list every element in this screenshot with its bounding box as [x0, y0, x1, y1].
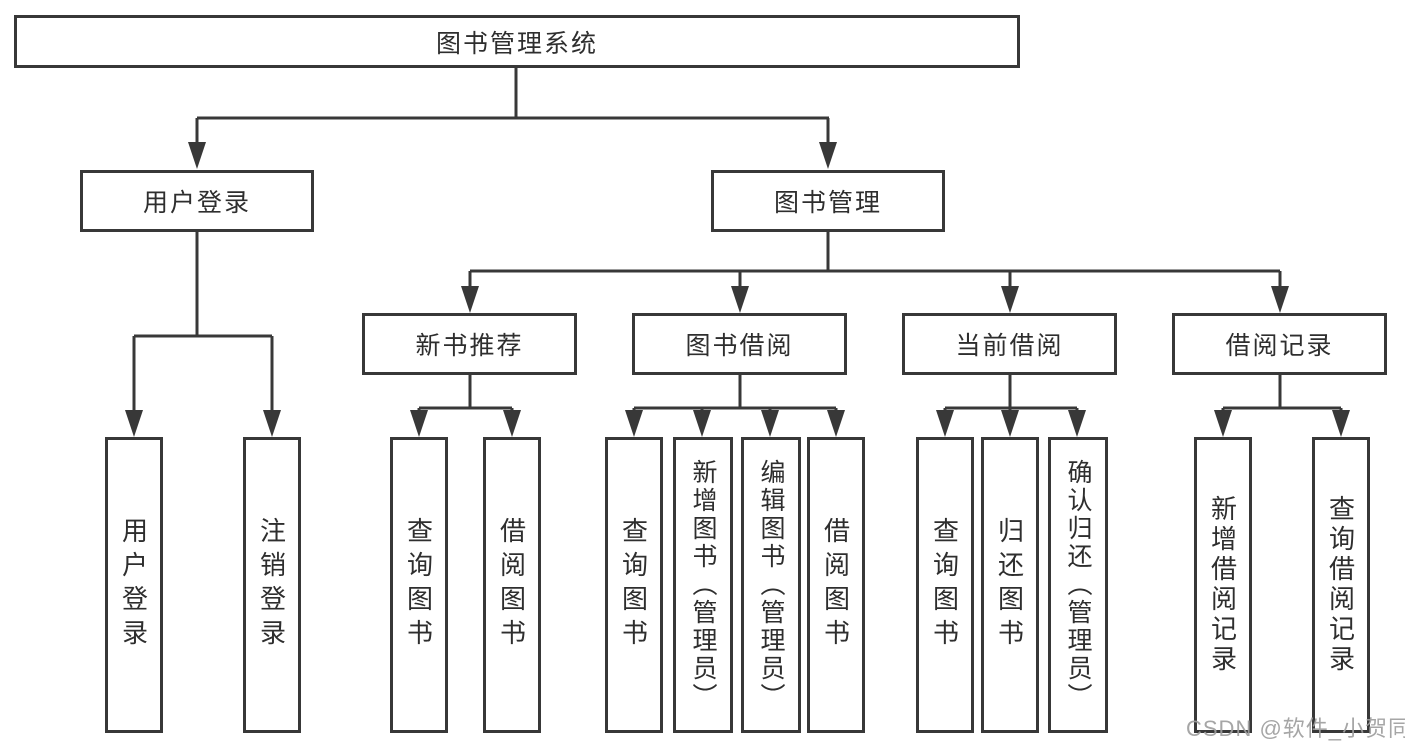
leaf-logout: 注销登录: [243, 437, 301, 733]
node-new-book-recommendation: 新书推荐: [362, 313, 577, 375]
leaf-add-borrow-record: 新增借阅记录: [1194, 437, 1252, 733]
node-system-root: 图书管理系统: [14, 15, 1020, 68]
node-book-management: 图书管理: [711, 170, 945, 232]
node-borrow-records: 借阅记录: [1172, 313, 1387, 375]
leaf-return-books: 归还图书: [981, 437, 1039, 733]
node-book-borrowing: 图书借阅: [632, 313, 847, 375]
leaf-borrow-books: 借阅图书: [807, 437, 865, 733]
leaf-recommend-borrow-books: 借阅图书: [483, 437, 541, 733]
leaf-add-book-admin: 新增图书（管理员）: [673, 437, 733, 733]
watermark: CSDN @软件_小贺同学: [1186, 716, 1405, 741]
leaf-edit-book-admin: 编辑图书（管理员）: [741, 437, 801, 733]
node-current-borrowing: 当前借阅: [902, 313, 1117, 375]
leaf-user-login: 用户登录: [105, 437, 163, 733]
leaf-search-borrow-record: 查询借阅记录: [1312, 437, 1370, 733]
leaf-borrowing-search-books: 查询图书: [605, 437, 663, 733]
leaf-recommend-search-books: 查询图书: [390, 437, 448, 733]
node-user-login: 用户登录: [80, 170, 314, 232]
leaf-current-search-books: 查询图书: [916, 437, 974, 733]
leaf-confirm-return-admin: 确认归还（管理员）: [1048, 437, 1108, 733]
